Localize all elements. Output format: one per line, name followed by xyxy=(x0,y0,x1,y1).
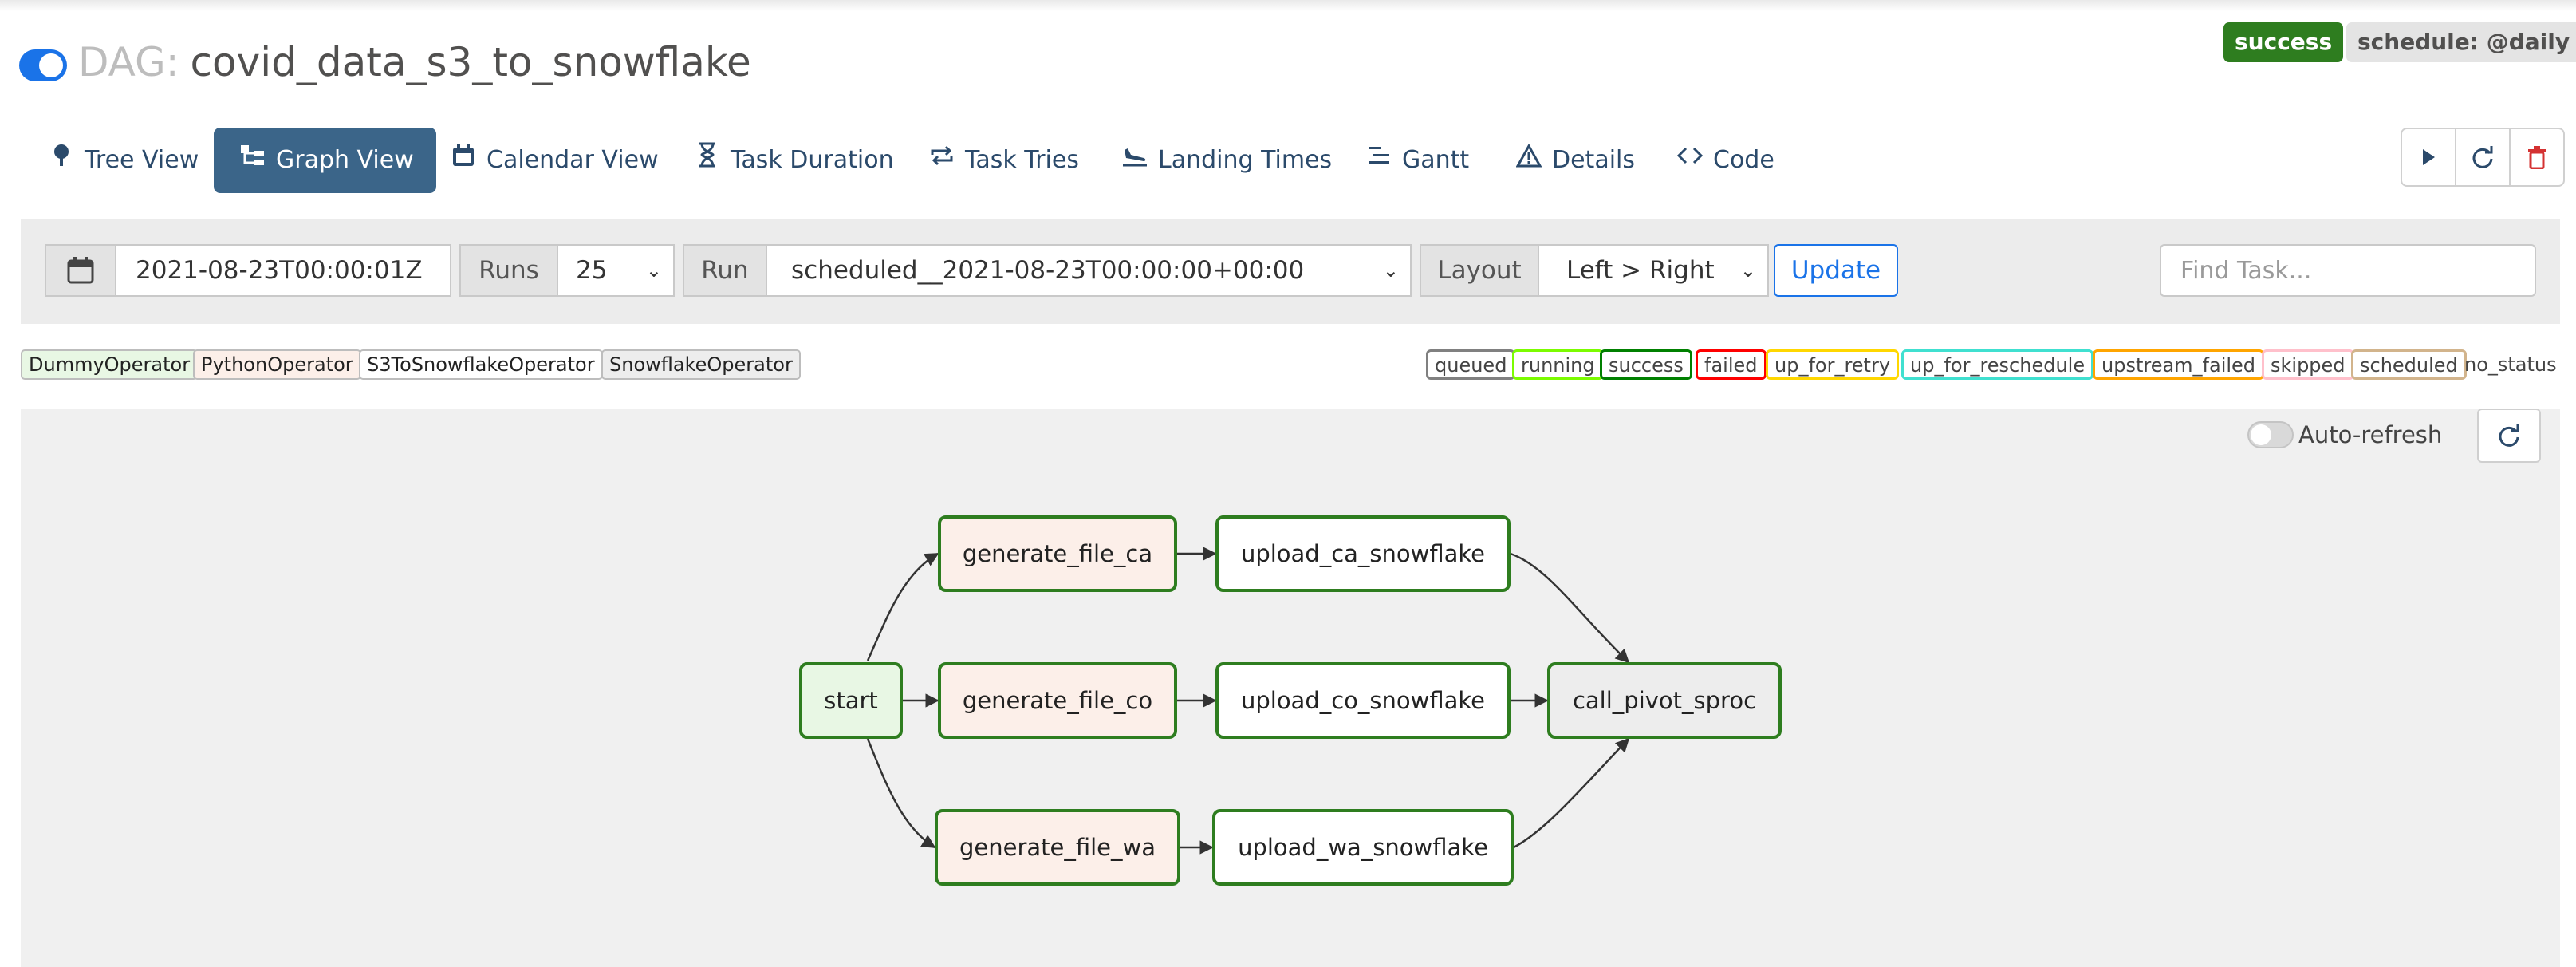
tab-calendar-view[interactable]: Calendar View xyxy=(450,128,659,193)
hourglass-icon xyxy=(694,128,721,193)
task-node-upload-co-snowflake[interactable]: upload_co_snowflake xyxy=(1215,662,1511,739)
state-legend-no-status: no_status xyxy=(2464,353,2557,376)
update-button[interactable]: Update xyxy=(1774,244,1898,297)
tab-graph-view[interactable]: Graph View xyxy=(214,128,436,193)
trash-icon xyxy=(2528,146,2546,169)
play-icon xyxy=(2423,149,2435,165)
edge-start-generate-file-ca xyxy=(866,552,939,661)
tab-label: Calendar View xyxy=(486,146,659,174)
run-label: Run xyxy=(683,244,767,297)
delete-dag-button[interactable] xyxy=(2511,129,2563,185)
task-node-generate-file-wa[interactable]: generate_file_wa xyxy=(935,809,1180,886)
layout-select[interactable]: Left > Right ⌄ xyxy=(1538,244,1769,297)
tab-tree-view[interactable]: Tree View xyxy=(48,128,199,193)
status-badge: success xyxy=(2223,22,2344,62)
edge-start-generate-file-wa xyxy=(866,738,936,849)
runs-value: 25 xyxy=(576,256,608,285)
trigger-dag-button[interactable] xyxy=(2402,129,2456,185)
runs-label: Runs xyxy=(459,244,558,297)
tab-task-tries[interactable]: Task Tries xyxy=(928,128,1079,193)
tab-task-duration[interactable]: Task Duration xyxy=(694,128,894,193)
gantt-icon xyxy=(1365,128,1392,193)
tab-label: Task Tries xyxy=(965,146,1079,174)
warning-triangle-icon xyxy=(1515,128,1542,193)
task-node-call-pivot-sproc[interactable]: call_pivot_sproc xyxy=(1547,662,1782,739)
state-legend-scheduled: scheduled xyxy=(2351,349,2467,380)
state-legend-queued: queued xyxy=(1426,349,1516,380)
state-legend-upstream-failed: upstream_failed xyxy=(2093,349,2265,380)
task-node-generate-file-co[interactable]: generate_file_co xyxy=(938,662,1177,739)
chevron-down-icon: ⌄ xyxy=(645,259,662,282)
tab-gantt[interactable]: Gantt xyxy=(1365,128,1469,193)
tab-label: Tree View xyxy=(85,146,199,174)
dag-action-buttons xyxy=(2401,128,2565,187)
tab-code[interactable]: Code xyxy=(1676,128,1774,193)
repeat-icon xyxy=(928,128,955,193)
layout-value: Left > Right xyxy=(1566,256,1715,285)
run-select[interactable]: scheduled__2021-08-23T00:00:00+00:00 ⌄ xyxy=(766,244,1412,297)
base-date-input[interactable]: 2021-08-23T00:00:01Z xyxy=(115,244,451,297)
state-legend-success: success xyxy=(1600,349,1692,380)
operator-legend-snowflake: SnowflakeOperator xyxy=(601,349,801,380)
calendar-icon xyxy=(450,128,477,193)
operator-legend-dummy: DummyOperator xyxy=(21,349,199,380)
dag-pause-toggle[interactable] xyxy=(19,49,67,81)
tab-label: Details xyxy=(1552,146,1636,174)
run-value: scheduled__2021-08-23T00:00:00+00:00 xyxy=(791,256,1305,285)
schedule-badge: schedule: @daily xyxy=(2346,22,2576,62)
landing-icon xyxy=(1121,128,1148,193)
task-node-upload-ca-snowflake[interactable]: upload_ca_snowflake xyxy=(1215,515,1511,592)
top-shadow xyxy=(0,0,2576,11)
operator-legend-s3tosnowflake: S3ToSnowflakeOperator xyxy=(359,349,603,380)
tree-icon xyxy=(48,128,75,193)
operator-legend-python: PythonOperator xyxy=(193,349,361,380)
graph-icon xyxy=(239,128,266,193)
auto-refresh-label: Auto-refresh xyxy=(2298,421,2443,448)
tab-label: Gantt xyxy=(1402,146,1470,174)
task-node-generate-file-ca[interactable]: generate_file_ca xyxy=(938,515,1177,592)
toggle-switch xyxy=(2247,421,2294,448)
toggle-knob xyxy=(39,53,63,77)
state-legend-skipped: skipped xyxy=(2262,349,2354,380)
state-legend-failed: failed xyxy=(1696,349,1767,380)
task-node-start[interactable]: start xyxy=(799,662,903,739)
calendar-icon xyxy=(67,257,94,284)
refresh-icon xyxy=(2472,146,2493,168)
tab-label: Task Duration xyxy=(731,146,894,174)
chevron-down-icon: ⌄ xyxy=(1739,259,1756,282)
runs-select[interactable]: 25 ⌄ xyxy=(557,244,675,297)
refresh-dag-button[interactable] xyxy=(2456,129,2511,185)
graph-edges xyxy=(866,547,1630,855)
state-legend-up-for-reschedule: up_for_reschedule xyxy=(1901,349,2094,380)
find-task-input[interactable] xyxy=(2160,244,2536,297)
refresh-icon xyxy=(2499,424,2519,447)
filter-bar: 2021-08-23T00:00:01Z Runs 25 ⌄ Run schedu… xyxy=(21,219,2560,324)
edge-upload-ca-pivot xyxy=(1510,552,1630,664)
edge-upload-wa-pivot xyxy=(1513,737,1630,849)
tab-label: Graph View xyxy=(276,146,414,174)
dag-prefix: DAG: xyxy=(78,39,179,85)
refresh-graph-button[interactable] xyxy=(2477,409,2541,463)
tab-label: Landing Times xyxy=(1158,146,1333,174)
code-icon xyxy=(1676,128,1704,193)
chevron-down-icon: ⌄ xyxy=(1382,259,1399,282)
tab-details[interactable]: Details xyxy=(1515,128,1635,193)
state-legend-running: running xyxy=(1512,349,1604,380)
tab-landing-times[interactable]: Landing Times xyxy=(1121,128,1332,193)
auto-refresh-toggle[interactable]: Auto-refresh xyxy=(2247,415,2442,455)
task-node-upload-wa-snowflake[interactable]: upload_wa_snowflake xyxy=(1212,809,1514,886)
tab-label: Code xyxy=(1713,146,1774,174)
page-title: DAG:covid_data_s3_to_snowflake xyxy=(78,34,751,91)
state-legend-up-for-retry: up_for_retry xyxy=(1766,349,1900,380)
dag-id: covid_data_s3_to_snowflake xyxy=(190,39,751,85)
date-picker-button[interactable] xyxy=(45,244,116,297)
